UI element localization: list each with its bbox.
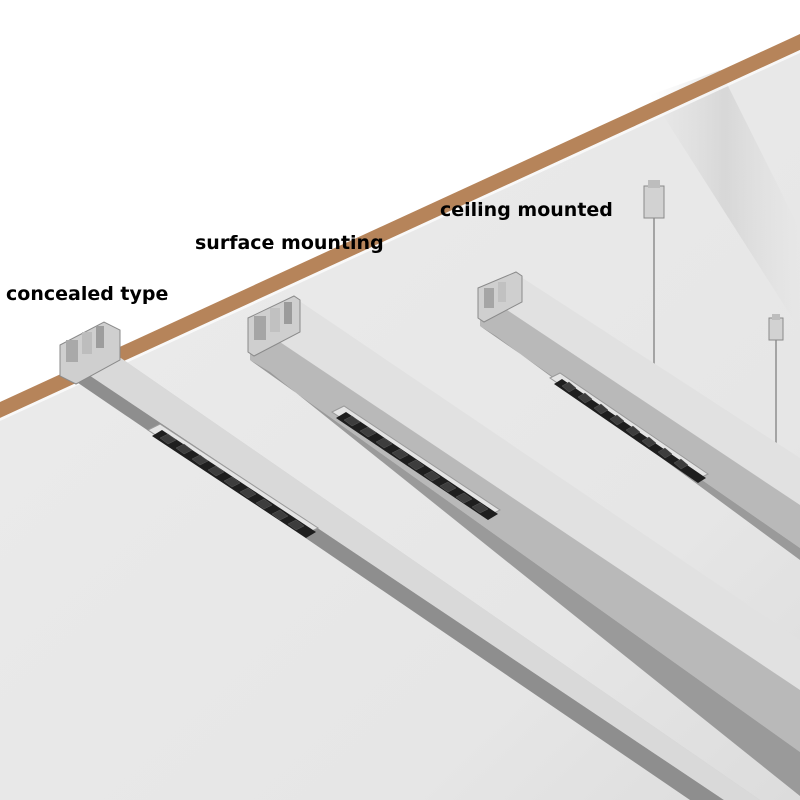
ceiling-shadow: [650, 70, 800, 330]
label-ceiling-mounted: ceiling mounted: [440, 199, 613, 221]
wood-wall-highlight: [0, 50, 800, 421]
surface-track-rail: [247, 295, 800, 796]
suspension-anchor: [643, 180, 665, 219]
suspension-anchor: [768, 314, 784, 341]
ceiling-suspended-track-rail: [477, 180, 800, 560]
wood-wall-edge: [0, 34, 800, 418]
label-concealed-type: concealed type: [6, 283, 169, 305]
label-surface-mounting: surface mounting: [195, 232, 384, 254]
concealed-track-rail: [59, 321, 760, 800]
